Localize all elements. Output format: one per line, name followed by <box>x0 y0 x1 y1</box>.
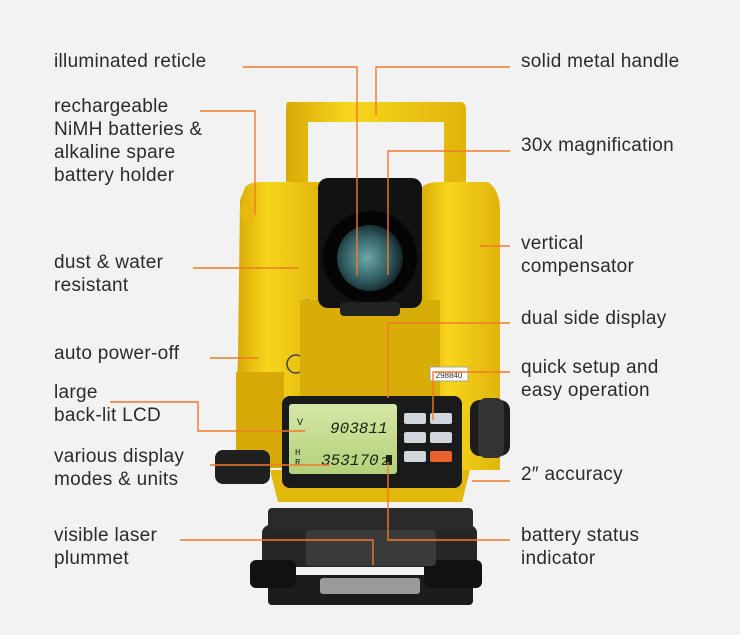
label-rechargeable-batteries: rechargeable NiMH batteries & alkaline s… <box>54 96 203 186</box>
battery-indicator-icon <box>386 455 392 465</box>
keypad <box>404 413 452 462</box>
tribrach-base <box>250 508 482 605</box>
leader-lcd <box>110 401 305 432</box>
label-magnification: 30x magnification <box>521 135 674 156</box>
lcd-h-label: H <box>295 448 300 458</box>
leader-quick-setup <box>432 371 510 420</box>
leader-magnification <box>387 150 510 275</box>
serial-tag-text: 298840 <box>436 371 463 380</box>
label-dust-water: dust & water resistant <box>54 252 164 296</box>
leader-illuminated-reticle <box>243 66 358 275</box>
label-dual-display: dual side display <box>521 308 667 329</box>
label-laser-plummet: visible laser plummet <box>54 525 158 569</box>
key-5[interactable] <box>404 451 426 462</box>
label-quick-setup: quick setup and easy operation <box>521 357 659 401</box>
label-large-lcd: large back-lit LCD <box>54 382 162 426</box>
key-3[interactable] <box>404 432 426 443</box>
lcd-h-suffix: 2 <box>381 455 388 469</box>
leader-lines <box>110 66 510 565</box>
label-display-modes: various display modes & units <box>54 446 185 490</box>
objective-lens <box>337 225 403 291</box>
lcd-v-label: V <box>297 418 303 429</box>
key-4[interactable] <box>430 432 452 443</box>
leader-batteries <box>200 110 256 215</box>
label-vertical-compensator: vertical compensator <box>521 233 635 277</box>
left-knob <box>215 450 270 484</box>
lcd-hr-label: R <box>295 458 301 468</box>
lcd-h-value: 353170 <box>321 452 379 470</box>
key-1[interactable] <box>404 413 426 424</box>
serial-tag <box>429 366 469 382</box>
lcd-screen <box>289 404 397 474</box>
key-2[interactable] <box>430 413 452 424</box>
leader-battery-indicator <box>387 462 510 541</box>
label-accuracy: 2″ accuracy <box>521 464 623 485</box>
label-illuminated-reticle: illuminated reticle <box>54 51 207 72</box>
leader-handle <box>375 66 510 115</box>
power-key[interactable] <box>430 451 452 462</box>
label-battery-indicator: battery status indicator <box>521 525 640 569</box>
label-auto-power-off: auto power-off <box>54 343 180 364</box>
lcd-v-value: 903811 <box>330 420 388 438</box>
label-metal-handle: solid metal handle <box>521 51 680 72</box>
leader-laser-plummet <box>180 539 374 565</box>
leader-dual-display <box>387 322 510 398</box>
